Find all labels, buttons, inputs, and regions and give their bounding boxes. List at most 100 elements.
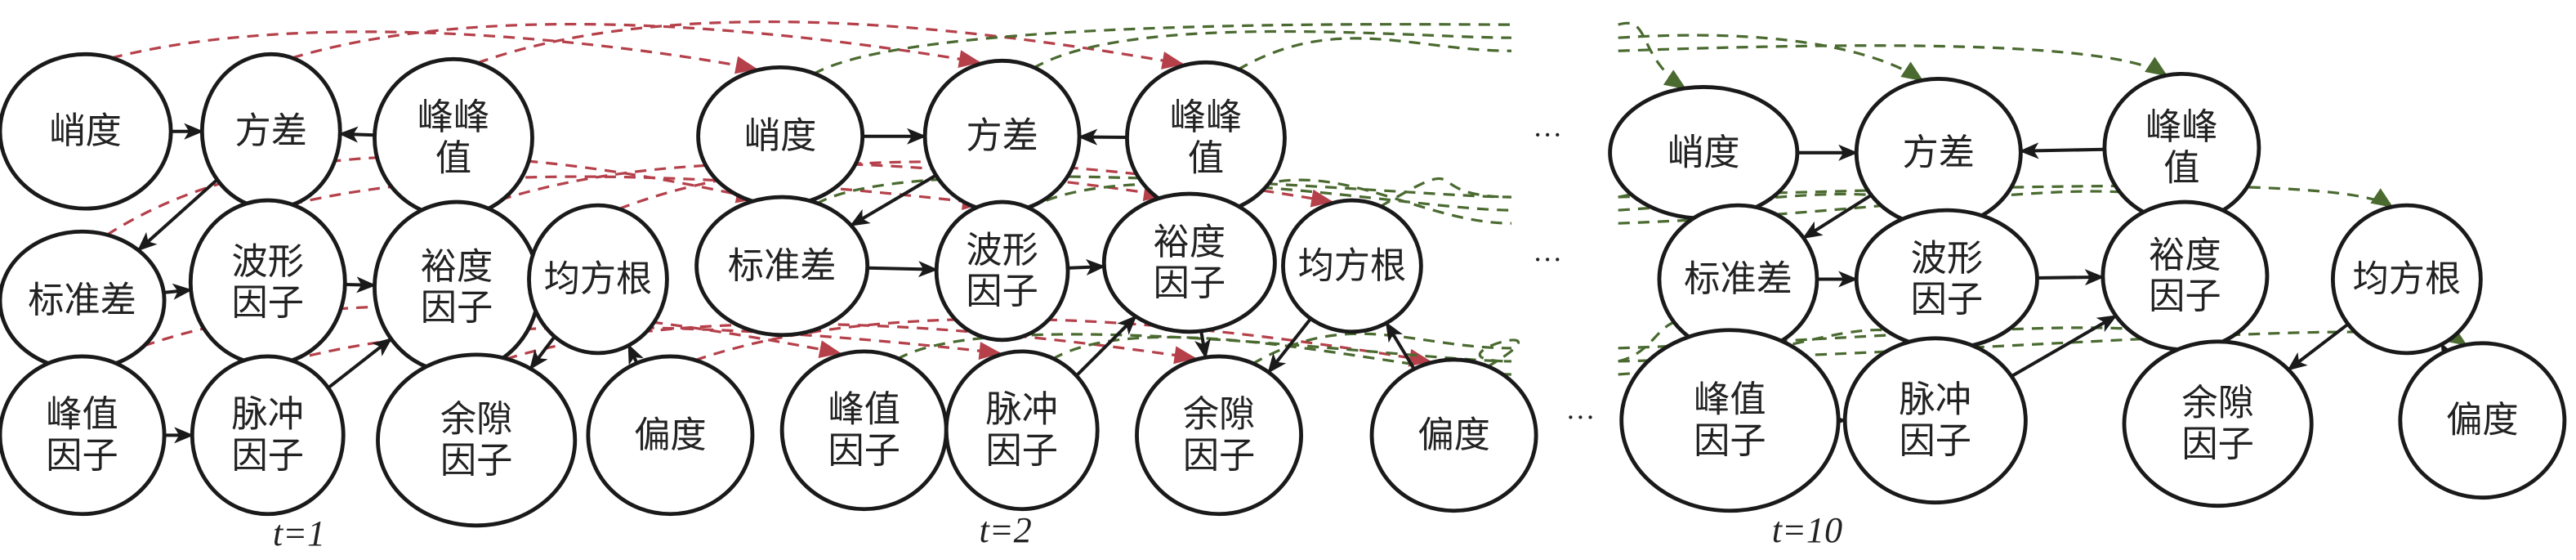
node-t2-skewness[interactable]: 偏度 xyxy=(1369,357,1538,513)
temporal-edge-in-t10-variance xyxy=(1618,34,1924,82)
node-t10-variance[interactable]: 方差 xyxy=(1854,77,2023,229)
node-label: 因子 xyxy=(986,430,1058,472)
node-t10-rms[interactable]: 均方根 xyxy=(2330,203,2483,356)
node-t1-rms[interactable]: 均方根 xyxy=(527,203,669,356)
node-t2-std-dev[interactable]: 标准差 xyxy=(694,195,870,338)
node-label: 因子 xyxy=(421,287,493,329)
node-label: 峰峰 xyxy=(2145,106,2217,148)
node-ellipse xyxy=(1101,191,1277,334)
ellipsis-row-1: ··· xyxy=(1533,119,1562,151)
node-label: 因子 xyxy=(1183,435,1255,477)
temporal-edge-t2-out-skewness xyxy=(1478,338,1520,369)
node-label: 峰峰 xyxy=(417,96,489,138)
temporal-edge-t2-out-waveform_factor xyxy=(1027,182,1511,212)
node-label: 裕度 xyxy=(421,246,493,288)
edge-t2-margin_factor-to-clearance_factor xyxy=(1194,330,1211,360)
node-label: 裕度 xyxy=(1154,222,1225,263)
node-label: 值 xyxy=(1188,137,1224,179)
temporal-edge-t1-t2-waveform_factor xyxy=(290,175,984,210)
temporal-edge-t2-out-rms xyxy=(1378,177,1511,208)
node-label: 峰值 xyxy=(1694,379,1766,421)
node-label: 值 xyxy=(435,137,471,179)
node-t2-kurtosis[interactable]: 峭度 xyxy=(696,65,865,208)
temporal-edge-in-t10-peak_to_peak xyxy=(1618,44,2168,77)
node-label: 因子 xyxy=(2181,423,2253,465)
slice-label-t1: t=1 xyxy=(273,513,325,553)
node-label: 波形 xyxy=(966,230,1038,271)
edge-t2-std_dev-to-waveform_factor xyxy=(867,261,939,278)
node-ellipse xyxy=(1369,357,1538,513)
edge-t2-variance-to-std_dev xyxy=(849,173,937,227)
node-ellipse xyxy=(1842,336,2028,505)
temporal-edge-t1-t2-clearance_factor xyxy=(505,322,1197,365)
node-t2-peak-to-peak[interactable]: 峰峰值 xyxy=(1125,60,1287,216)
node-ellipse xyxy=(694,195,870,338)
node-label: 脉冲 xyxy=(232,394,304,436)
node-t10-skewness[interactable]: 偏度 xyxy=(2398,341,2567,500)
node-t1-kurtosis[interactable]: 峭度 xyxy=(0,52,173,211)
node-ellipse xyxy=(944,349,1100,512)
edge-t10-variance-to-std_dev xyxy=(1801,194,1873,240)
edge-t1-peak_to_peak-to-variance xyxy=(338,126,375,143)
node-label: 因子 xyxy=(232,435,304,477)
node-ellipse xyxy=(586,354,755,517)
slice-label-t10: t=10 xyxy=(1772,510,1842,550)
node-label: 峰值 xyxy=(46,394,118,436)
temporal-edge-in-t10-kurtosis xyxy=(1618,21,1687,90)
slice-label-t2: t=2 xyxy=(980,510,1032,550)
node-label: 标准差 xyxy=(28,280,136,321)
edge-t2-rms-to-clearance_factor xyxy=(1267,317,1312,374)
node-t1-peak-to-peak[interactable]: 峰峰值 xyxy=(373,56,534,219)
node-t10-peak-to-peak[interactable]: 峰峰值 xyxy=(2102,71,2261,224)
labels: t=1 t=2 t=10 ··· ··· ··· xyxy=(273,119,1842,553)
node-label: 偏度 xyxy=(2446,400,2518,441)
node-t10-kurtosis[interactable]: 峭度 xyxy=(1608,85,1800,221)
node-label: 标准差 xyxy=(1684,258,1792,300)
intra-slice-edges xyxy=(136,123,2458,444)
node-label: 余隙 xyxy=(440,399,512,441)
node-label: 裕度 xyxy=(2149,235,2221,276)
node-label: 均方根 xyxy=(544,258,653,300)
node-label: 因子 xyxy=(232,282,304,324)
node-t2-variance[interactable]: 方差 xyxy=(922,58,1082,214)
temporal-edge-t2-out-kurtosis xyxy=(812,23,1511,76)
node-ellipse xyxy=(934,199,1070,343)
node-t1-std-dev[interactable]: 标准差 xyxy=(0,229,167,372)
node-ellipse xyxy=(2398,341,2567,500)
edge-t1-impulse_factor-to-margin_factor xyxy=(327,337,393,390)
node-label: 峭度 xyxy=(744,115,816,157)
node-ellipse xyxy=(190,354,346,517)
node-label: 余隙 xyxy=(1183,394,1255,436)
temporal-edge-t2-out-std_dev xyxy=(815,175,1511,205)
node-t2-rms[interactable]: 均方根 xyxy=(1281,198,1423,334)
node-ellipse xyxy=(376,352,578,528)
node-label: 因子 xyxy=(440,440,512,482)
node-ellipse xyxy=(1281,198,1423,334)
node-label: 均方根 xyxy=(1298,245,1407,287)
edge-t2-impulse_factor-to-margin_factor xyxy=(1075,315,1137,378)
node-t1-variance[interactable]: 方差 xyxy=(199,52,342,211)
node-label: 波形 xyxy=(1911,238,1983,280)
node-label: 因子 xyxy=(966,271,1038,312)
node-t1-skewness[interactable]: 偏度 xyxy=(586,354,755,517)
node-label: 偏度 xyxy=(1417,414,1489,456)
temporal-edge-t1-t2-std_dev xyxy=(105,155,758,236)
node-label: 峰值 xyxy=(828,389,900,431)
node-label: 因子 xyxy=(2149,276,2221,317)
node-label: 因子 xyxy=(46,435,118,477)
